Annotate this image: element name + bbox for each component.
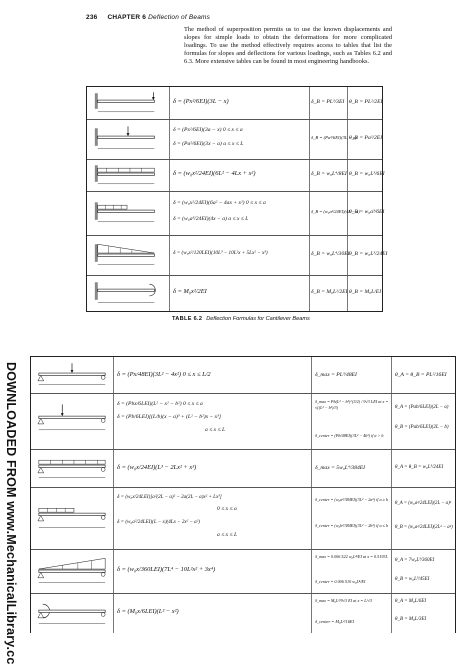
beam-diagram: [31, 593, 113, 633]
center-deflection: δ_center = (Pb/48EI)(3L² − 4b²) if a > b: [315, 433, 384, 438]
end-slope: θ_B = M₀L/EI: [349, 289, 382, 295]
deflection-formula: δ = (w₀x/24LEI)[a²(2L − a)² − 2a(2L − a)…: [117, 494, 222, 500]
max-deflection: δ_max = 5w₀L⁴/384EI: [315, 465, 366, 471]
table-row: δ = (Px/48EI)(3L² − 4x²) 0 ≤ x ≤ L/2 δ_m…: [31, 357, 455, 394]
beam-diagram: [87, 275, 169, 311]
slope-a: θ_A = 7w₀L³/360EI: [395, 558, 435, 563]
deflection-formula: δ = (M₀x/6LEI)(L² − x²): [117, 608, 179, 615]
deflection-formula: δ = M₀x²/2EI: [173, 288, 207, 295]
deflection-formula: δ = (Px²/6EI)(3a − x) 0 ≤ x ≤ a: [173, 127, 243, 133]
slope-b: θ_B = w₀L³/45EI: [395, 577, 430, 582]
slope-b: θ_B = M₀L/3EI: [395, 617, 427, 622]
table-row: δ = (w₀x/360LEI)(7L⁴ − 10L²x² + 3x⁴) δ_m…: [31, 549, 455, 594]
center-deflection: δ_center = 0.006 510 w₀L⁴/EI: [315, 579, 366, 584]
end-slope: θ_B = w₀a³/6EI: [349, 209, 385, 215]
slope-a: θ_A = M₀L/6EI: [395, 599, 427, 604]
end-slope: θ_B = w₀L³/24EI: [349, 251, 388, 257]
deflection-formula: δ = (Px²/6EI)(3L − x): [173, 98, 229, 105]
table-row: δ = M₀x²/2EI δ_B = M₀L²/2EI θ_B = M₀L/EI: [87, 275, 382, 311]
end-slope: θ_B = w₀L³/6EI: [349, 171, 385, 177]
end-slope: θ_B = Pa²/2EI: [349, 135, 383, 141]
table-row: δ = (Px²/6EI)(3a − x) 0 ≤ x ≤ a δ = (Pa²…: [87, 119, 382, 160]
max-deflection: δ_B = M₀L²/2EI: [311, 289, 348, 295]
end-slope: θ_A = θ_B = w₀L³/24EI: [395, 465, 444, 470]
slope-b: θ_B = (Pab/6LEI)(2L − b): [395, 425, 449, 430]
table-row: δ = (M₀x/6LEI)(L² − x²) δ_max = M₀L²/9√3…: [31, 593, 455, 633]
center-deflection: δ_center = (w₀a²/384EI)(3L² − 2a²) if a …: [315, 497, 389, 502]
table-row: δ = (w₀x/24EI)(L³ − 2Lx² + x³) δ_max = 5…: [31, 449, 455, 488]
intro-paragraph: The method of superposition permits us t…: [184, 26, 392, 66]
max-deflection: δ_B = w₀L⁴/8EI: [311, 171, 347, 177]
slope-b: θ_B = (w₀a²/24LEI)(2L² − a²): [395, 525, 453, 530]
deflection-formula: δ = (w₀x²/120LEI)(10L³ − 10L²x + 5Lx² − …: [173, 250, 268, 256]
caption-label: TABLE 6.2: [172, 316, 203, 322]
slope-a: θ_A = (Pab/6LEI)(2L − a): [395, 405, 449, 410]
table-row: δ = (Pbx/6LEI)(L² − x² − b²) 0 ≤ x ≤ a δ…: [31, 393, 455, 450]
deflection-formula: δ = (w₀a³/24EI)(4x − a) a ≤ x ≤ L: [173, 216, 249, 222]
table-row: δ = (w₀x/24LEI)[a²(2L − a)² − 2a(2L − a)…: [31, 487, 455, 550]
deflection-formula: δ = (Px/48EI)(3L² − 4x²) 0 ≤ x ≤ L/2: [117, 371, 211, 378]
max-deflection: δ_max = 0.006 522 w₀L⁴/EI at x = 0.5193L: [315, 554, 388, 559]
deflection-formula: δ = (Pbx/6LEI)(L² − x² − b²) 0 ≤ x ≤ a: [117, 401, 203, 407]
beam-diagram: [87, 159, 169, 191]
chapter-title: Deflection of Beams: [148, 14, 211, 21]
watermark-text: DOWNLOADED FROM www.MechanicalLibrary.cc: [4, 362, 18, 665]
page-number: 236: [86, 14, 98, 21]
deflection-formula: δ = (Pa²/6EI)(3x − a) a ≤ x ≤ L: [173, 141, 244, 147]
max-deflection: δ_B = (Pa²/6EI)(3L − a): [311, 135, 357, 140]
chapter-label: CHAPTER 6: [107, 14, 147, 21]
running-head: 236 CHAPTER 6 Deflection of Beams: [86, 14, 210, 21]
caption-title: Deflection Formulas for Cantilever Beams: [206, 316, 310, 322]
beam-diagram: [31, 487, 113, 549]
max-deflection: δ_B = PL³/3EI: [311, 99, 345, 105]
slope-a: θ_A = (w₀a²/24LEI)(2L − a)²: [395, 501, 452, 506]
deflection-range: a ≤ x ≤ L: [217, 532, 238, 538]
deflection-range: a ≤ x ≤ L: [205, 427, 226, 433]
center-deflection: δ_center = (w₀b²/384EI)(3L² − 2b²) if a …: [315, 523, 389, 528]
deflection-formula: δ = (w₀x²/24EI)(6L² − 4Lx + x²): [173, 170, 256, 177]
beam-diagram: [31, 549, 113, 593]
beam-diagram: [31, 393, 113, 449]
table-6-3: δ = (Px/48EI)(3L² − 4x²) 0 ≤ x ≤ L/2 δ_m…: [30, 356, 456, 633]
deflection-formula: δ = (w₀x/24EI)(L³ − 2Lx² + x³): [117, 464, 197, 471]
table-row: δ = (w₀x²/24EI)(6L² − 4Lx + x²) δ_B = w₀…: [87, 159, 385, 192]
end-slope: θ_A = θ_B = PL²/16EI: [395, 372, 447, 378]
beam-diagram: [87, 191, 169, 235]
deflection-formula: δ = (w₀x/360LEI)(7L⁴ − 10L²x² + 3x⁴): [117, 566, 216, 573]
beam-diagram: [87, 119, 169, 159]
table-row: δ = (w₀x²/24EI)(6a² − 4ax + x²) 0 ≤ x ≤ …: [87, 191, 385, 236]
deflection-formula: δ = (Pb/6LEI)[(L/b)(x − a)³ + (L² − b²)x…: [117, 414, 221, 420]
max-deflection: δ_B = w₀L⁴/30EI: [311, 251, 350, 257]
side-watermark: DOWNLOADED FROM www.MechanicalLibrary.cc: [0, 362, 24, 665]
table-row: δ = (w₀x²/120LEI)(10L³ − 10L²x + 5Lx² − …: [87, 235, 387, 276]
deflection-formula: δ = (w₀x²/24EI)(6a² − 4ax + x²) 0 ≤ x ≤ …: [173, 200, 266, 206]
deflection-formula: δ = (w₀a²/24LEI)(L − x)(4Lx − 2x² − a²): [117, 519, 200, 525]
end-slope: θ_B = PL²/2EI: [349, 99, 383, 105]
beam-diagram: [87, 235, 169, 275]
max-deflection: δ_max = PL³/48EI: [315, 372, 357, 378]
max-deflection: δ_max = Pb(L² − b²)^(3/2) / 9√3 LEI at x…: [315, 399, 389, 410]
textbook-page: 236 CHAPTER 6 Deflection of Beams The me…: [0, 14, 456, 665]
beam-diagram: [31, 357, 113, 393]
beam-diagram: [87, 87, 169, 119]
table-row: δ = (Px²/6EI)(3L − x) δ_B = PL³/3EI θ_B …: [87, 87, 382, 120]
center-deflection: δ_center = M₀L²/16EI: [315, 619, 355, 624]
max-deflection: δ_max = M₀L²/9√3 EI at x = L/√3: [315, 598, 373, 603]
deflection-range: 0 ≤ x ≤ a: [217, 506, 237, 512]
table-6-2: δ = (Px²/6EI)(3L − x) δ_B = PL³/3EI θ_B …: [86, 86, 387, 312]
beam-diagram: [31, 449, 113, 487]
max-deflection: δ_B = (w₀a³/24EI)(4L − a): [311, 209, 360, 214]
